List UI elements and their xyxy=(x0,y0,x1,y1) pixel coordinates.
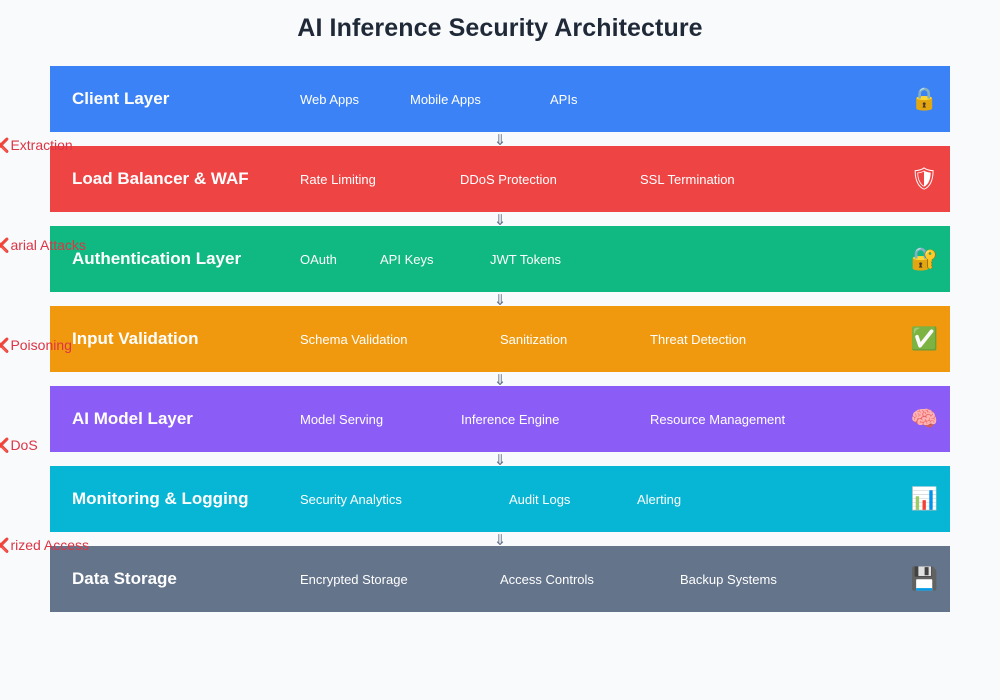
layer-component[interactable]: Security Analytics xyxy=(300,491,402,507)
bar-chart-icon: 📊 xyxy=(910,486,938,511)
down-arrow-connector: ⇓ xyxy=(493,292,507,309)
layer-component[interactable]: Model Serving xyxy=(300,411,384,427)
page-title: AI Inference Security Architecture xyxy=(297,14,703,42)
threat-label: ❌DoS xyxy=(0,438,38,452)
layer-component[interactable]: DDoS Protection xyxy=(460,171,557,187)
layer-title-load-balancer-waf: Load Balancer & WAF xyxy=(72,169,249,188)
layer-monitoring-logging[interactable]: Monitoring & Logging Security Analytics Au… xyxy=(50,466,950,532)
check-box-icon: ✅ xyxy=(910,326,938,351)
layer-title-ai-model-layer: AI Model Layer xyxy=(72,409,193,428)
layer-title-monitoring-logging: Monitoring & Logging xyxy=(72,489,249,508)
layer-title-input-validation: Input Validation xyxy=(72,329,199,348)
threat-cross-icon: ❌ xyxy=(0,137,10,153)
layer-component[interactable]: Rate Limiting xyxy=(300,171,376,187)
layer-component[interactable]: Inference Engine xyxy=(461,411,560,427)
layer-component[interactable]: Backup Systems xyxy=(680,571,777,587)
layer-component[interactable]: SSL Termination xyxy=(640,171,735,187)
threat-label-text: DoS xyxy=(10,437,38,453)
layer-component[interactable]: Access Controls xyxy=(500,571,594,587)
layer-component[interactable]: JWT Tokens xyxy=(490,251,562,267)
threat-label: ❌Poisoning xyxy=(0,338,72,352)
down-arrow-connector: ⇓ xyxy=(493,452,507,469)
layer-component[interactable]: Schema Validation xyxy=(300,331,408,347)
layer-component[interactable]: Mobile Apps xyxy=(410,91,481,107)
brain-icon: 🧠 xyxy=(910,406,938,431)
down-arrow-connector: ⇓ xyxy=(493,212,507,229)
layer-ai-model-layer[interactable]: AI Model Layer Model Serving Inference Eng… xyxy=(50,386,950,452)
threat-label: ❌Extraction xyxy=(0,138,73,152)
shield-icon: 🛡 xyxy=(910,166,938,191)
down-arrow-connector: ⇓ xyxy=(493,372,507,389)
layer-data-storage[interactable]: Data Storage Encrypted Storage Access Cont… xyxy=(50,546,950,612)
lock-icon: 🔒 xyxy=(910,86,938,111)
layer-component[interactable]: APIs xyxy=(550,91,578,107)
layer-component[interactable]: Web Apps xyxy=(300,91,360,107)
lock-with-key-icon: 🔐 xyxy=(910,246,938,271)
threat-label-text: Poisoning xyxy=(10,337,72,353)
threat-label-text: arial Attacks xyxy=(10,237,86,253)
threat-label: ❌rized Access xyxy=(0,538,89,552)
layer-input-validation[interactable]: Input Validation Schema Validation Sanitiz… xyxy=(50,306,950,372)
layer-title-data-storage: Data Storage xyxy=(72,569,177,588)
layer-title-authentication-layer: Authentication Layer xyxy=(72,249,242,268)
floppy-disk-icon: 💾 xyxy=(910,566,938,591)
layer-component[interactable]: Threat Detection xyxy=(650,331,747,347)
layer-component[interactable]: OAuth xyxy=(300,251,337,267)
threat-cross-icon: ❌ xyxy=(0,537,10,553)
threat-cross-icon: ❌ xyxy=(0,337,10,353)
layer-component[interactable]: Audit Logs xyxy=(509,491,571,507)
layer-component[interactable]: API Keys xyxy=(380,251,434,267)
threat-label: ❌arial Attacks xyxy=(0,238,86,252)
layer-authentication-layer[interactable]: Authentication Layer OAuth API Keys JWT Tok… xyxy=(50,226,950,292)
threat-cross-icon: ❌ xyxy=(0,237,10,253)
threat-label-text: Extraction xyxy=(10,137,73,153)
threat-cross-icon: ❌ xyxy=(0,437,10,453)
layer-component[interactable]: Sanitization xyxy=(500,331,568,347)
layer-load-balancer-waf[interactable]: Load Balancer & WAF Rate Limiting DDoS Pro… xyxy=(50,146,950,212)
layer-component[interactable]: Encrypted Storage xyxy=(300,571,408,587)
layer-component[interactable]: Resource Management xyxy=(650,411,786,427)
threat-label-text: rized Access xyxy=(10,537,90,553)
down-arrow-connector: ⇓ xyxy=(493,532,507,549)
layer-title-client-layer: Client Layer xyxy=(72,89,170,108)
layer-component[interactable]: Alerting xyxy=(637,491,682,507)
layer-client-layer[interactable]: Client Layer Web Apps Mobile Apps APIs 🔒 xyxy=(50,66,950,132)
down-arrow-connector: ⇓ xyxy=(493,132,507,149)
